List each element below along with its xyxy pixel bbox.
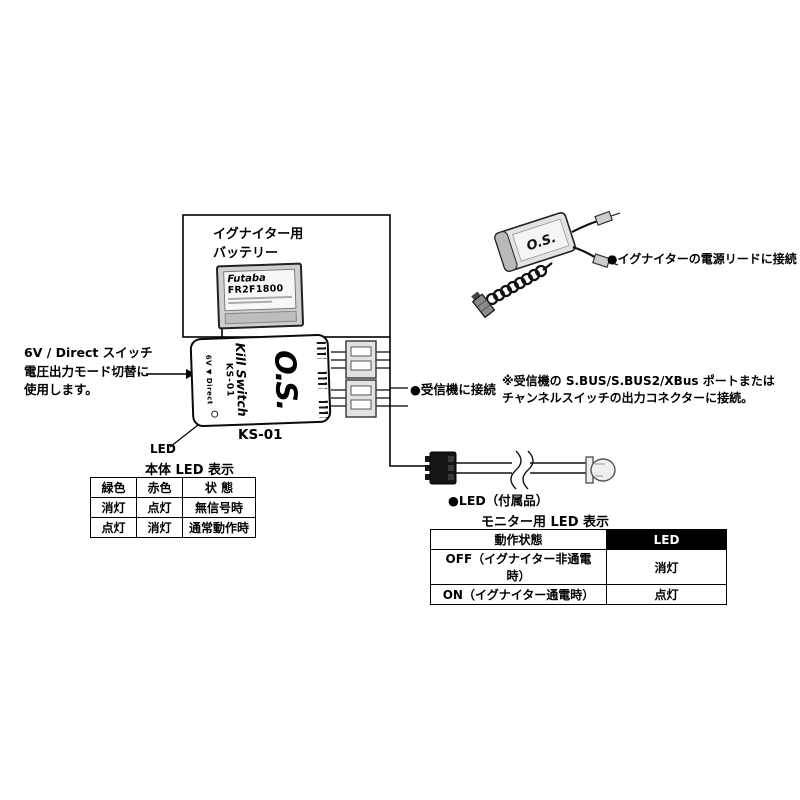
monitor-led-table: 動作状態 LED OFF（イグナイター非通電時） 消灯 ON（イグナイター通電時… <box>430 529 727 605</box>
body-led-table: 緑色 赤色 状 態 消灯 点灯 無信号時 点灯 消灯 通常動作時 <box>90 477 257 538</box>
switch-note-line3: 使用します。 <box>24 382 98 397</box>
device-pin-header <box>316 341 329 418</box>
battery-model: FR2F1800 <box>227 283 284 297</box>
led-accessory-note: ●LED（付属品） <box>448 493 549 508</box>
receiver-connector-lower <box>345 379 377 418</box>
igniter-lead-lower <box>572 245 597 259</box>
table-cell: 点灯 <box>90 517 137 538</box>
monitor-led-lead <box>425 450 616 490</box>
battery-fineprint-bar <box>228 300 272 305</box>
battery-foot <box>224 310 297 325</box>
monitor-led-header-row: 動作状態 LED <box>430 529 727 550</box>
device-connector-wires <box>331 351 408 407</box>
receiver-connector-upper <box>345 340 377 379</box>
led-lead-wires <box>456 462 588 474</box>
table-cell: OFF（イグナイター非通電時） <box>430 549 607 585</box>
igniter-battery: Futaba FR2F1800 <box>215 262 305 330</box>
wire-break-mark <box>510 450 522 490</box>
table-cell: 点灯 <box>606 584 727 605</box>
receiver-port-note-line1: ※受信機の S.BUS/S.BUS2/XBus ポートまたは <box>502 374 775 388</box>
pin-group <box>318 400 329 418</box>
switch-note-line2: 電圧出力モード切替に <box>24 363 150 379</box>
table-cell: 通常動作時 <box>181 517 257 538</box>
battery-label-line2: バッテリー <box>213 246 279 261</box>
receiver-connect-note: ●受信機に接続 <box>410 382 496 397</box>
body-led-col-red: 赤色 <box>136 477 183 498</box>
table-cell: ON（イグナイター通電時） <box>430 584 607 605</box>
device-name: Kill Switch <box>232 342 251 417</box>
monitor-led-table-title: モニター用 LED 表示 <box>481 515 610 530</box>
ks01-device: O.S. Kill Switch KS-01 6V ▼ Direct <box>189 333 332 428</box>
battery-label-line1: イグナイター用 <box>213 227 304 242</box>
device-kill-switch-logo: Kill Switch KS-01 <box>221 339 250 420</box>
device-led-indicator <box>211 410 219 418</box>
device-mode-label: 6V ▼ Direct <box>204 354 214 405</box>
receiver-port-note-line2: チャンネルスイッチの出力コネクターに接続。 <box>502 391 754 405</box>
body-led-table-title: 本体 LED 表示 <box>145 463 235 478</box>
igniter-plug-upper <box>594 210 613 226</box>
table-cell: 消灯 <box>136 517 183 538</box>
table-cell: 消灯 <box>606 549 727 585</box>
igniter-plug-lower <box>592 253 611 268</box>
table-row: ON（イグナイター通電時） 点灯 <box>430 584 727 605</box>
pin-group <box>317 371 328 389</box>
table-row: OFF（イグナイター非通電時） 消灯 <box>430 549 727 585</box>
wire-break-mark <box>522 450 534 490</box>
switch-note: 6V / Direct スイッチ 電圧出力モード切替に 使用します。 <box>24 344 153 400</box>
battery-label: イグナイター用 バッテリー <box>213 225 303 263</box>
led-callout-label: LED <box>150 442 176 456</box>
battery-fineprint-bar <box>228 295 293 301</box>
table-cell: 消灯 <box>90 497 137 518</box>
pin-group <box>316 341 327 360</box>
ks01-caption: KS-01 <box>238 427 283 443</box>
monitor-led-col-state: 動作状態 <box>430 529 607 550</box>
led-wire-drop <box>389 337 430 467</box>
igniter-cord-plug <box>471 291 496 319</box>
igniter-lead-upper <box>571 219 599 233</box>
table-row: 点灯 消灯 通常動作時 <box>90 517 257 538</box>
led-bulb <box>590 458 616 482</box>
igniter-unit: O.S. <box>471 210 621 319</box>
body-led-header-row: 緑色 赤色 状 態 <box>90 477 257 498</box>
receiver-port-note: ※受信機の S.BUS/S.BUS2/XBus ポートまたは チャンネルスイッチ… <box>502 373 775 407</box>
table-cell: 点灯 <box>136 497 183 518</box>
igniter-connect-note: ●イグナイターの電源リードに接続 <box>607 252 797 266</box>
device-os-logo: O.S. <box>267 349 305 410</box>
body-led-col-green: 緑色 <box>90 477 137 498</box>
table-cell: 無信号時 <box>181 497 257 518</box>
switch-pointer-arrow <box>146 369 195 379</box>
monitor-led-col-led: LED <box>606 529 727 550</box>
table-row: 消灯 点灯 無信号時 <box>90 497 257 518</box>
igniter-coil-cord <box>485 262 553 306</box>
switch-note-line1: 6V / Direct スイッチ <box>24 345 153 360</box>
battery-label-plate: Futaba FR2F1800 <box>223 268 297 312</box>
body-led-col-status: 状 態 <box>181 477 257 498</box>
